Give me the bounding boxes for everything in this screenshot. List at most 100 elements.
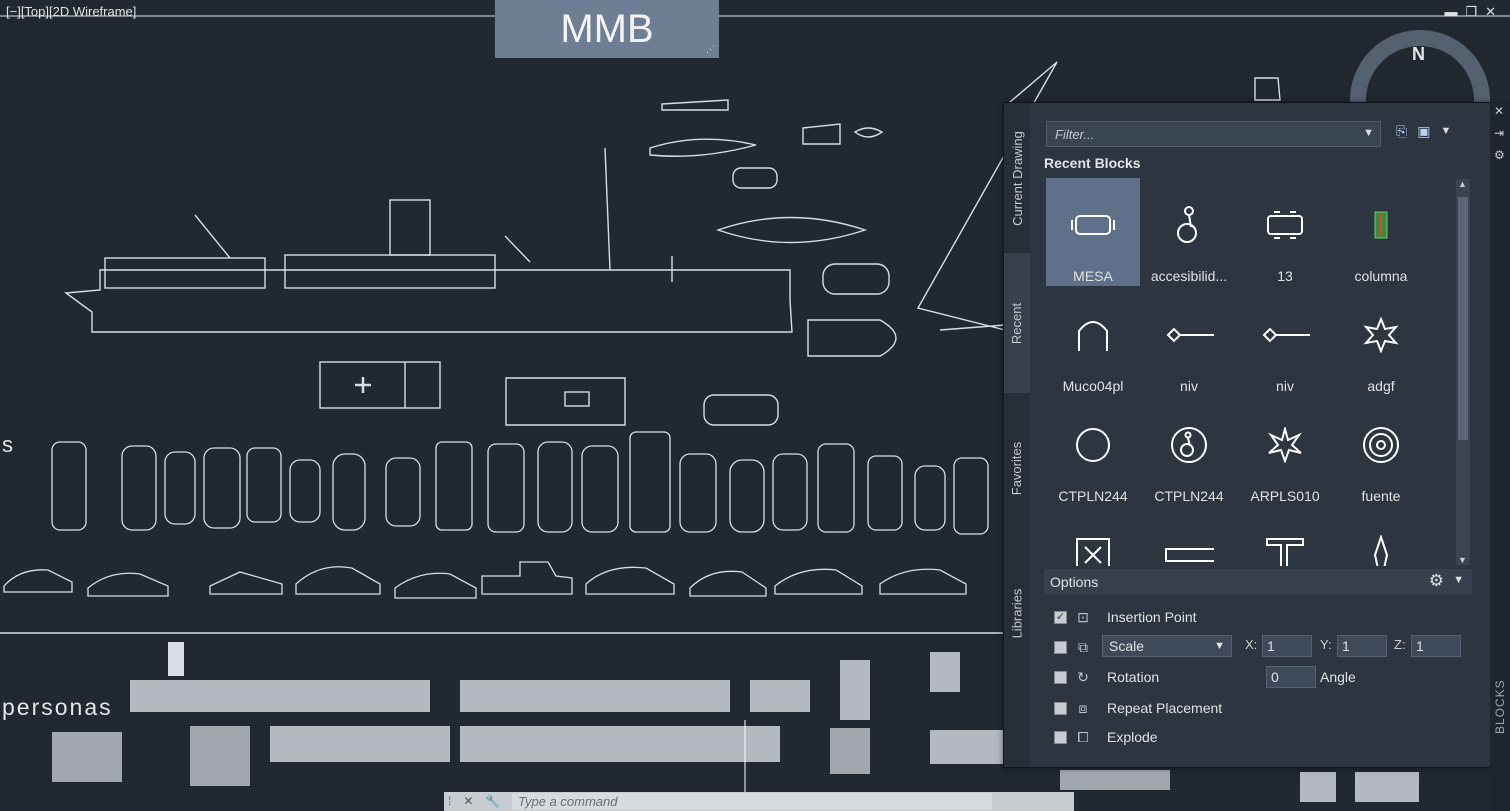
- block-label: MESA: [1073, 268, 1113, 284]
- block-tile[interactable]: [1238, 508, 1332, 566]
- palette-side-bar: ✕ ⇥ ⚙ BLOCKS: [1490, 102, 1510, 811]
- tab-current-drawing[interactable]: Current Drawing: [1009, 130, 1025, 226]
- gear-icon[interactable]: ⚙: [1428, 571, 1444, 590]
- angle-label: Angle: [1320, 669, 1356, 685]
- view-options-caret-icon[interactable]: ▼: [1440, 125, 1452, 137]
- thumbnail-view-icon[interactable]: ▣: [1417, 123, 1431, 139]
- arch-icon: [1068, 310, 1118, 360]
- wrench-icon[interactable]: 🔧: [485, 794, 501, 808]
- explode-option[interactable]: ⧠ Explode: [1054, 726, 1158, 748]
- bench-icon: [1164, 530, 1214, 566]
- tab-favorites[interactable]: Favorites: [1009, 441, 1025, 495]
- block-tile[interactable]: adgf: [1334, 288, 1428, 396]
- close-icon[interactable]: ✕: [1494, 104, 1505, 118]
- angle-input[interactable]: 0: [1266, 666, 1316, 688]
- filter-dropdown-icon[interactable]: ▼: [1363, 127, 1374, 139]
- table-chairs-icon: [1260, 200, 1310, 250]
- block-tile[interactable]: CTPLN244: [1046, 398, 1140, 506]
- block-tile[interactable]: CTPLN244: [1142, 398, 1236, 506]
- repeat-placement-label: Repeat Placement: [1107, 700, 1223, 716]
- close-icon[interactable]: ✕: [1485, 4, 1496, 19]
- rotation-checkbox[interactable]: [1054, 670, 1067, 684]
- resize-grip-icon[interactable]: ⋰: [706, 44, 715, 54]
- properties-icon[interactable]: ⚙: [1494, 148, 1505, 162]
- minimize-icon[interactable]: ▬: [1444, 4, 1458, 19]
- options-header[interactable]: Options ⚙ ▼: [1044, 569, 1472, 595]
- explode-checkbox[interactable]: [1054, 730, 1067, 744]
- rotation-icon: ↻: [1077, 668, 1089, 685]
- command-line: ⁞ ✕ 🔧 Type a command: [444, 792, 1074, 811]
- scale-y-input[interactable]: 1: [1337, 635, 1387, 657]
- close-icon[interactable]: ✕: [463, 794, 474, 808]
- block-tile[interactable]: accesibilid...: [1142, 178, 1236, 286]
- command-input[interactable]: Type a command: [512, 793, 992, 810]
- recent-blocks-title: Recent Blocks: [1044, 155, 1141, 171]
- insertion-point-icon: ⊡: [1077, 608, 1089, 625]
- circle-icon: [1068, 420, 1118, 470]
- scroll-up-icon[interactable]: ▲: [1458, 179, 1467, 189]
- palette-toolbar: ⎘ ▣ ▼: [1396, 123, 1451, 140]
- tab-libraries[interactable]: Libraries: [1009, 588, 1025, 638]
- fountain-icon: [1356, 420, 1406, 470]
- drawing-text-personas: personas: [2, 694, 113, 720]
- tab-recent[interactable]: Recent: [1004, 253, 1030, 393]
- wheelchair-person-icon: [1164, 200, 1214, 250]
- block-tile[interactable]: [1046, 508, 1140, 566]
- scrollbar-thumb[interactable]: [1458, 197, 1468, 440]
- insertion-point-checkbox[interactable]: ✓: [1054, 610, 1067, 624]
- restore-icon[interactable]: ❐: [1465, 4, 1478, 19]
- scale-z-input[interactable]: 1: [1411, 635, 1461, 657]
- mouse-button-indicator: MMB ⋰: [495, 0, 719, 58]
- chevron-down-icon[interactable]: ▼: [1453, 574, 1464, 586]
- filter-input[interactable]: Filter... ▼: [1046, 121, 1381, 147]
- block-tile[interactable]: Muco04pl: [1046, 288, 1140, 396]
- block-tile[interactable]: [1142, 508, 1236, 566]
- scale-x-input[interactable]: 1: [1262, 635, 1312, 657]
- block-tile[interactable]: niv: [1238, 288, 1332, 396]
- scroll-down-icon[interactable]: ▼: [1458, 555, 1467, 565]
- repeat-placement-icon: ⧈: [1078, 699, 1088, 716]
- level-marker-icon: [1164, 310, 1214, 360]
- compass-north-label[interactable]: N: [1412, 44, 1425, 64]
- block-tile[interactable]: columna: [1334, 178, 1428, 286]
- wall-detail-icon: [1260, 530, 1310, 566]
- block-tile[interactable]: fuente: [1334, 398, 1428, 506]
- scale-y-label: Y:: [1320, 637, 1332, 652]
- scale-checkbox[interactable]: [1054, 640, 1067, 654]
- repeat-placement-checkbox[interactable]: [1054, 701, 1067, 715]
- browse-blocks-icon[interactable]: ⎘: [1396, 123, 1408, 139]
- block-tile[interactable]: 13: [1238, 178, 1332, 286]
- block-label: niv: [1180, 378, 1198, 394]
- drawing-text-s: s: [2, 432, 15, 457]
- scale-icon: ⧉: [1078, 638, 1088, 655]
- block-label: CTPLN244: [1154, 488, 1224, 504]
- chevron-down-icon: ▼: [1214, 640, 1225, 652]
- rotation-label: Rotation: [1107, 669, 1160, 685]
- scale-dropdown[interactable]: Scale▼: [1102, 635, 1232, 657]
- command-line-tools: ⁞ ✕ 🔧: [448, 794, 500, 808]
- block-tile[interactable]: niv: [1142, 288, 1236, 396]
- insertion-point-option[interactable]: ✓ ⊡ Insertion Point: [1054, 606, 1197, 628]
- blocks-scrollbar[interactable]: ▲ ▼: [1456, 179, 1470, 565]
- table-icon: [1068, 200, 1118, 250]
- recent-blocks-grid: MESA accesibilid... 13 columna Muco04pl …: [1046, 178, 1454, 566]
- scale-z-label: Z:: [1394, 637, 1406, 652]
- block-label: accesibilid...: [1150, 268, 1228, 284]
- viewport-controls-label[interactable]: [−][Top][2D Wireframe]: [6, 4, 137, 19]
- block-label: adgf: [1367, 378, 1395, 394]
- level-marker-icon: [1260, 310, 1310, 360]
- block-tile[interactable]: ARPLS010: [1238, 398, 1332, 506]
- block-label: CTPLN244: [1058, 488, 1128, 504]
- grip-icon[interactable]: ⁞: [448, 794, 452, 808]
- block-tile[interactable]: [1334, 508, 1428, 566]
- scale-option[interactable]: ⧉: [1054, 636, 1093, 658]
- auto-hide-icon[interactable]: ⇥: [1494, 126, 1505, 140]
- insertion-point-label: Insertion Point: [1107, 609, 1197, 625]
- square-symbol-icon: [1068, 530, 1118, 566]
- repeat-placement-option[interactable]: ⧈ Repeat Placement: [1054, 697, 1222, 719]
- scale-x-label: X:: [1245, 637, 1258, 652]
- block-tile[interactable]: MESA: [1046, 178, 1140, 286]
- rotation-option[interactable]: ↻ Rotation: [1054, 666, 1159, 688]
